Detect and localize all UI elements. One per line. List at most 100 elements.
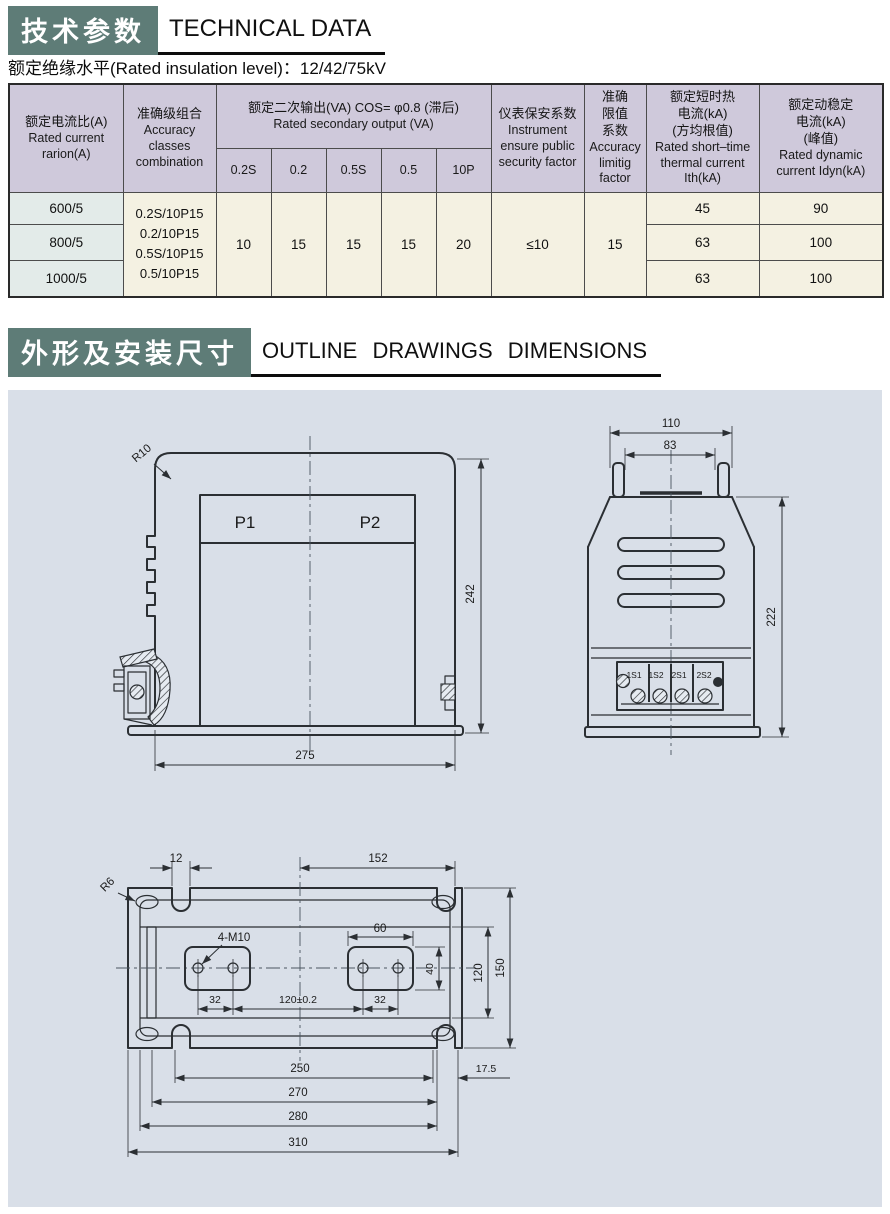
cell-ratio-800-5: 800/5 xyxy=(8,223,124,261)
rated-insulation-level: 额定绝缘水平(Rated insulation level)：12/42/75k… xyxy=(8,59,386,78)
subcol-0-5: 0.5 xyxy=(380,147,437,193)
dynamic-header-cn: 额定动稳定 电流(kA) (峰值) xyxy=(788,97,854,147)
technical-data-table: 额定电流比(A) Rated current rarion(A) 准确级组合 A… xyxy=(8,83,885,298)
dim-222: 222 xyxy=(766,607,778,626)
table-row: 800/5 63 100 xyxy=(8,223,884,261)
section-title-cn-technical: 技术参数 xyxy=(8,6,158,55)
dim-242: 242 xyxy=(465,584,477,603)
limit-header-en: Accuracy limitig factor xyxy=(589,140,641,186)
col-header-accuracy-classes: 准确级组合 Accuracy classes combination xyxy=(122,83,217,193)
cell-thermal-row2: 63 xyxy=(645,223,760,261)
col-header-rated-secondary-output: 额定二次输出(VA) COS= φ0.8 (滞后) Rated secondar… xyxy=(215,83,492,149)
cell-dynamic-row3: 100 xyxy=(758,259,884,298)
side-view-dimensions: 110 83 222 xyxy=(609,418,789,738)
cell-dynamic-row2: 100 xyxy=(758,223,884,261)
terminal-label-1s1: 1S1 xyxy=(626,670,641,680)
dim-275: 275 xyxy=(295,750,314,762)
dim-r6: R6 xyxy=(98,875,117,894)
table-row: 1000/5 63 100 xyxy=(8,259,884,298)
cell-output-0-2: 15 xyxy=(270,191,327,298)
table-row: 600/5 0.2S/10P15 0.2/10P15 0.5S/10P15 0.… xyxy=(8,191,884,298)
top-view-dimensions: 12 152 R6 4-M10 60 40 xyxy=(98,853,516,1157)
mounting-pads xyxy=(184,946,414,991)
col-header-instrument-security-factor: 仪表保安系数 Instrument ensure public security… xyxy=(490,83,585,193)
combo-line: 0.5S/10P15 xyxy=(135,246,204,262)
combo-line: 0.5/10P15 xyxy=(139,266,200,282)
accuracy-header-cn: 准确级组合 xyxy=(136,106,202,122)
dim-40: 40 xyxy=(424,963,436,975)
section-title-en-technical: TECHNICAL DATA xyxy=(158,6,386,55)
front-body-outline xyxy=(127,436,464,750)
subcol-label: 10P xyxy=(452,163,475,177)
limit-header-cn: 准确 限值 系数 xyxy=(602,89,629,139)
top-plate-outline xyxy=(116,857,476,1061)
terminal-label-1s2: 1S2 xyxy=(648,670,663,680)
dim-60: 60 xyxy=(374,923,387,935)
cell-output-10p: 20 xyxy=(435,191,492,298)
dim-310: 310 xyxy=(288,1137,307,1149)
top-view-drawing: 12 152 R6 4-M10 60 40 xyxy=(98,853,516,1157)
dim-17-5: 17.5 xyxy=(476,1063,497,1075)
front-view-drawing: R10 242 275 P1 P2 xyxy=(113,436,489,771)
section-title-cn-outline: 外形及安装尺寸 xyxy=(8,328,251,377)
dim-12: 12 xyxy=(170,853,183,865)
dim-250: 250 xyxy=(290,1063,309,1075)
subcol-label: 0.2S xyxy=(230,163,257,177)
cell-dynamic-row1: 90 xyxy=(758,191,884,225)
cell-ratio-600-5: 600/5 xyxy=(8,191,124,225)
col-header-accuracy-limit-factor: 准确 限值 系数 Accuracy limitig factor xyxy=(583,83,647,193)
thermal-header-en: Rated short–time thermal current Ith(kA) xyxy=(654,140,751,186)
label-p2: P2 xyxy=(360,513,381,532)
cell-thermal-row1: 45 xyxy=(645,191,760,225)
dim-32-left: 32 xyxy=(209,994,221,1006)
cell-thermal-row3: 63 xyxy=(645,259,760,298)
label-p1: P1 xyxy=(235,513,256,532)
cell-accuracy-combinations: 0.2S/10P15 0.2/10P15 0.5S/10P15 0.5/10P1… xyxy=(122,191,217,298)
dim-120-tol: 120±0.2 xyxy=(279,994,317,1006)
dim-152: 152 xyxy=(368,853,387,865)
side-view-drawing: 1S1 1S2 2S1 2S2 110 83 222 xyxy=(584,418,789,755)
secondary-terminal-block: 1S1 1S2 2S1 2S2 xyxy=(615,661,724,711)
dim-r10: R10 xyxy=(130,442,154,465)
dim-110: 110 xyxy=(662,418,680,430)
col-header-short-time-thermal-current: 额定短时热 电流(kA) (方均根值) Rated short–time the… xyxy=(645,83,760,193)
cell-output-0-5: 15 xyxy=(380,191,437,298)
security-header-en: Instrument ensure public security factor xyxy=(498,123,577,169)
dim-120: 120 xyxy=(473,963,485,982)
subcol-0-2: 0.2 xyxy=(270,147,327,193)
section-header-outline: 外形及安装尺寸 OUTLINE DRAWINGS DIMENSIONS xyxy=(8,328,662,377)
subcol-0-5s: 0.5S xyxy=(325,147,382,193)
primary-terminal-clamp xyxy=(113,648,171,726)
dim-32-right: 32 xyxy=(374,994,386,1006)
combo-line: 0.2/10P15 xyxy=(139,226,200,242)
output-header-en: Rated secondary output (VA) xyxy=(273,116,434,131)
cell-limit-factor: 15 xyxy=(583,191,647,298)
section-title-en-outline: OUTLINE DRAWINGS DIMENSIONS xyxy=(251,328,662,377)
dim-4-m10: 4-M10 xyxy=(218,932,251,944)
terminal-label-2s1: 2S1 xyxy=(671,670,686,680)
dim-150: 150 xyxy=(495,958,507,977)
security-header-cn: 仪表保安系数 xyxy=(498,106,577,122)
subcol-0-2s: 0.2S xyxy=(215,147,272,193)
cell-ratio-1000-5: 1000/5 xyxy=(8,259,124,298)
ratio-header-cn: 额定电流比(A) xyxy=(25,114,108,130)
cell-security-factor: ≤10 xyxy=(490,191,585,298)
subcol-label: 0.5S xyxy=(340,163,367,177)
output-header-cn: 额定二次输出(VA) COS= φ0.8 (滞后) xyxy=(248,99,459,115)
secondary-side-nut xyxy=(440,675,456,711)
outline-drawings-panel: R10 242 275 P1 P2 xyxy=(8,390,882,1207)
terminal-label-2s2: 2S2 xyxy=(696,670,711,680)
dim-280: 280 xyxy=(288,1111,307,1123)
ratio-header-en: Rated current rarion(A) xyxy=(28,131,105,161)
cell-output-0-2s: 10 xyxy=(215,191,272,298)
combo-line: 0.2S/10P15 xyxy=(135,205,204,221)
subcol-label: 0.2 xyxy=(289,163,308,177)
subcol-10p: 10P xyxy=(435,147,492,193)
section-header-technical: 技术参数 TECHNICAL DATA xyxy=(8,6,386,55)
col-header-dynamic-current: 额定动稳定 电流(kA) (峰值) Rated dynamic current … xyxy=(758,83,884,193)
subcol-label: 0.5 xyxy=(399,163,418,177)
dim-270: 270 xyxy=(288,1087,307,1099)
col-header-rated-current-ratio: 额定电流比(A) Rated current rarion(A) xyxy=(8,83,124,193)
thermal-header-cn: 额定短时热 电流(kA) (方均根值) xyxy=(670,89,736,139)
